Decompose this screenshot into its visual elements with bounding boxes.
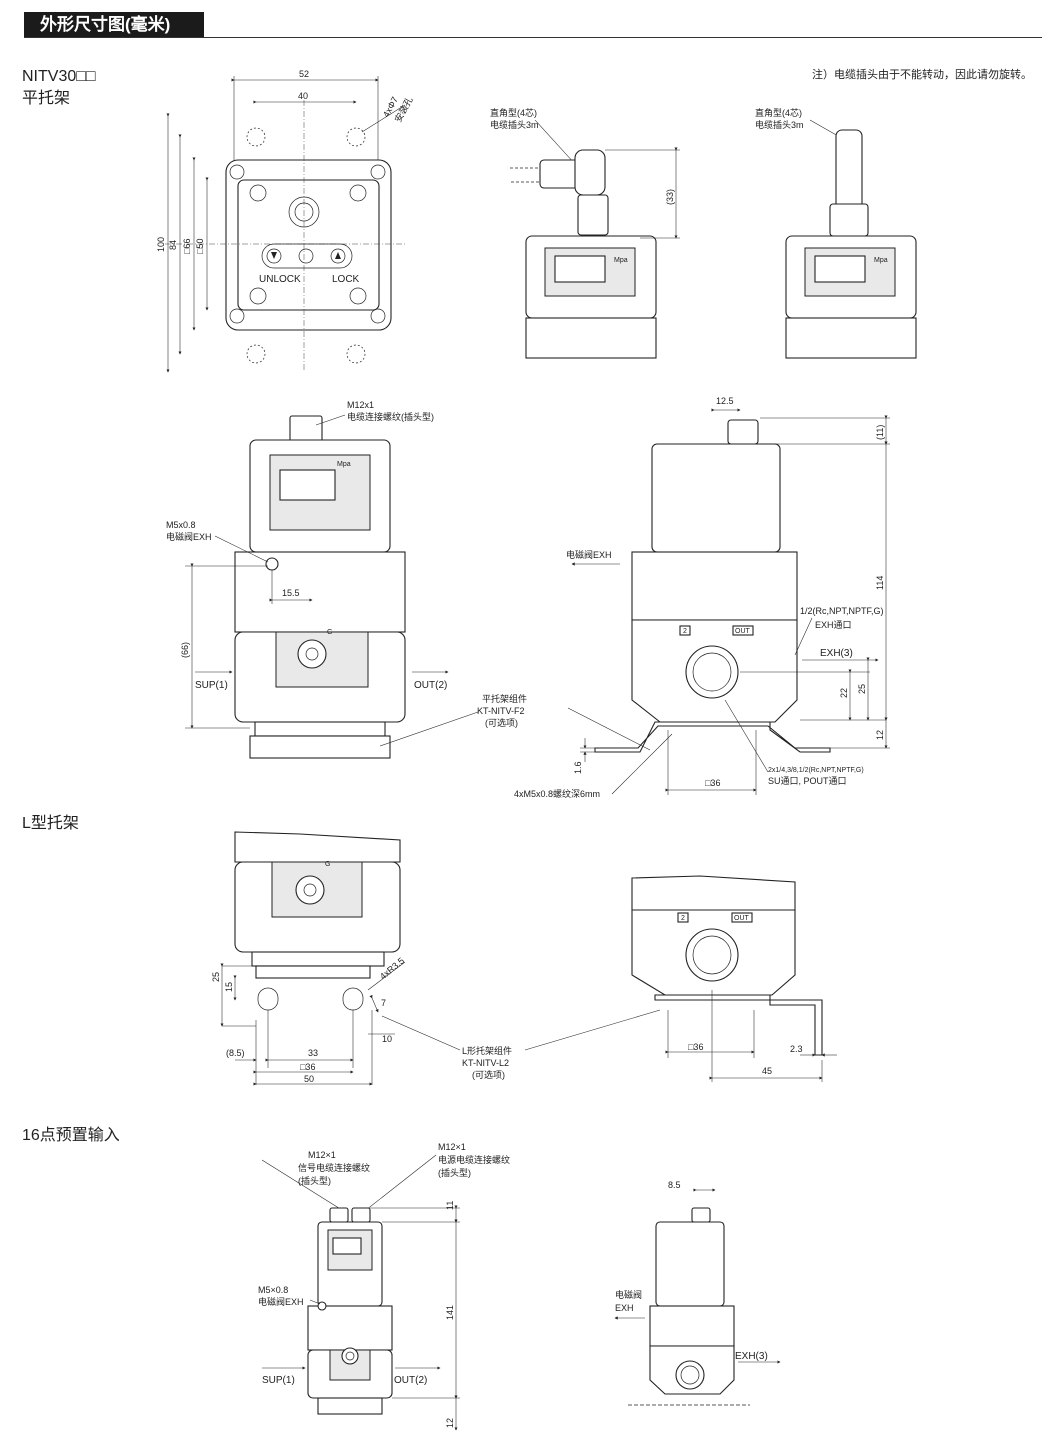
side-port-1: 1/2(Rc,NPT,NPTF,G) bbox=[800, 606, 884, 616]
front-g: G bbox=[327, 629, 332, 636]
straight-connector-view: 直角型(4芯) 电缆插头3m Mpa bbox=[755, 107, 917, 359]
front-view-flat: Mpa G M12x1 电缆连接螺纹(插头型) M5x0.8 电磁阀EXH 15… bbox=[166, 400, 527, 759]
ls-dim-23: 2.3 bbox=[790, 1044, 803, 1054]
l-bracket-front: G 25 15 4xR3.5 7 10 (8.5) 33 □36 50 L形托架… bbox=[211, 831, 661, 1086]
front-sup: SUP(1) bbox=[195, 680, 228, 691]
dim-52: 52 bbox=[299, 69, 309, 79]
dim-84: 84 bbox=[168, 240, 178, 250]
lf-dim-15: 15 bbox=[224, 982, 234, 992]
lf-dim-25: 25 bbox=[211, 972, 221, 982]
ls-dim-45: 45 bbox=[762, 1066, 772, 1076]
side-dim-125: 12.5 bbox=[716, 396, 734, 406]
lkit-2: KT-NITV-L2 bbox=[462, 1058, 509, 1068]
p16-m5-1: M5×0.8 bbox=[258, 1285, 288, 1295]
side-dim-12: 12 bbox=[875, 730, 885, 740]
ls-dim-36: □36 bbox=[688, 1042, 703, 1052]
l-bracket-label: L型托架 bbox=[22, 815, 79, 832]
p16-pwr-3: (插头型) bbox=[438, 1167, 471, 1178]
p16-sup: SUP(1) bbox=[262, 1375, 295, 1386]
side-port2-1: 2x1/4,3/8,1/2(Rc,NPT,NPTF,G) bbox=[768, 767, 864, 774]
page-title: 外形尺寸图(毫米) bbox=[24, 12, 204, 38]
front-m5-1: M5x0.8 bbox=[166, 520, 196, 530]
p16-dim-12: 12 bbox=[445, 1418, 455, 1428]
front-out: OUT(2) bbox=[414, 680, 447, 691]
header-rule bbox=[24, 37, 1042, 39]
model-label: NITV30□□ bbox=[22, 68, 96, 85]
p16-sig-2: 信号电缆连接螺纹 bbox=[298, 1162, 370, 1173]
p16s-exh-2: EXH bbox=[615, 1303, 634, 1313]
ra-label-1: 直角型(4芯) bbox=[490, 107, 537, 118]
side-dim-11: (11) bbox=[875, 425, 885, 440]
p16-m5-2: 电磁阀EXH bbox=[258, 1296, 304, 1307]
dim-66: □66 bbox=[182, 239, 192, 254]
dim-100: 100 bbox=[156, 237, 166, 252]
front-m5-2: 电磁阀EXH bbox=[166, 531, 212, 542]
dim-40: 40 bbox=[298, 91, 308, 101]
side-dim-25: 25 bbox=[857, 684, 867, 694]
front-unit: Mpa bbox=[337, 461, 351, 468]
front-dim-155: 15.5 bbox=[282, 588, 300, 598]
p16-sig-3: (插头型) bbox=[298, 1175, 331, 1186]
ra-unit: Mpa bbox=[614, 257, 628, 264]
lkit-3: (可选项) bbox=[472, 1069, 505, 1080]
bracket-kit-1: 平托架组件 bbox=[482, 693, 527, 704]
side-mark-2: 2 bbox=[683, 628, 687, 635]
ls-mark-out: OUT bbox=[734, 915, 750, 922]
side-dim-16: 1.6 bbox=[573, 761, 583, 774]
p16-out: OUT(2) bbox=[394, 1375, 427, 1386]
ra-dim-33: (33) bbox=[665, 189, 675, 205]
lf-dim-33: 33 bbox=[308, 1048, 318, 1058]
p16s-dim-85: 8.5 bbox=[668, 1180, 681, 1190]
top-view: UNLOCK LOCK 52 40 100 84 □66 □50 4xΦ7 安装… bbox=[156, 69, 414, 373]
side-view-flat: 2 OUT 12.5 (11) 114 电磁阀EXH 1/2(Rc,NPT,NP… bbox=[514, 396, 890, 799]
lf-dim-7: 7 bbox=[381, 998, 386, 1008]
p16-sig-1: M12×1 bbox=[308, 1150, 336, 1160]
l-bracket-side: 2 OUT □36 2.3 45 bbox=[631, 875, 837, 1082]
front-dim-66: (66) bbox=[180, 642, 190, 658]
bracket-kit-2: KT-NITV-F2 bbox=[477, 706, 525, 716]
lock-text: LOCK bbox=[332, 274, 360, 285]
preset16-label: 16点预置输入 bbox=[22, 1127, 120, 1144]
p16-pwr-1: M12×1 bbox=[438, 1142, 466, 1152]
lf-dim-50: 50 bbox=[304, 1074, 314, 1084]
preset16-side: 8.5 电磁阀 EXH EXH(3) bbox=[614, 1180, 781, 1406]
right-angle-connector-view: 直角型(4芯) 电缆插头3m Mpa (33) bbox=[490, 107, 680, 359]
dim-50: □50 bbox=[195, 239, 205, 254]
side-port-2: EXH通口 bbox=[815, 620, 852, 630]
lf-dim-36: □36 bbox=[300, 1062, 315, 1072]
side-dim-36: □36 bbox=[705, 778, 720, 788]
p16s-exh-1: 电磁阀 bbox=[615, 1289, 642, 1300]
flat-bracket-label: 平托架 bbox=[22, 90, 71, 107]
side-port2-2: SU通口, POUT通口 bbox=[768, 776, 847, 786]
unlock-text: UNLOCK bbox=[259, 274, 301, 285]
front-m12-2: 电缆连接螺纹(插头型) bbox=[347, 411, 434, 422]
rotation-note: 注）电缆插头由于不能转动，因此请勿旋转。 bbox=[812, 69, 1032, 81]
side-exh-valve: 电磁阀EXH bbox=[566, 549, 612, 560]
bracket-kit-3: (可选项) bbox=[485, 717, 518, 728]
st-label-1: 直角型(4芯) bbox=[755, 107, 802, 118]
p16s-exh3: EXH(3) bbox=[735, 1351, 768, 1362]
lf-g: G bbox=[325, 861, 330, 868]
ra-label-2: 电缆插头3m bbox=[490, 119, 539, 130]
lf-dim-10: 10 bbox=[382, 1034, 392, 1044]
p16-pwr-2: 电源电缆连接螺纹 bbox=[438, 1154, 510, 1165]
lf-dim-85: (8.5) bbox=[226, 1048, 245, 1058]
ls-mark-2: 2 bbox=[681, 915, 685, 922]
st-label-2: 电缆插头3m bbox=[755, 119, 804, 130]
p16-dim-141: 141 bbox=[445, 1305, 455, 1320]
side-exh3: EXH(3) bbox=[820, 648, 853, 659]
st-unit: Mpa bbox=[874, 257, 888, 264]
side-screws: 4xM5x0.8螺纹深6mm bbox=[514, 788, 600, 799]
side-dim-22: 22 bbox=[839, 688, 849, 698]
preset16-front: M12×1 信号电缆连接螺纹 (插头型) M12×1 电源电缆连接螺纹 (插头型… bbox=[258, 1142, 510, 1431]
p16-dim-11: 11 bbox=[445, 1201, 455, 1210]
front-m12-1: M12x1 bbox=[347, 400, 374, 410]
lkit-1: L形托架组件 bbox=[462, 1045, 512, 1056]
side-mark-out: OUT bbox=[735, 628, 751, 635]
side-dim-114: 114 bbox=[875, 576, 885, 590]
